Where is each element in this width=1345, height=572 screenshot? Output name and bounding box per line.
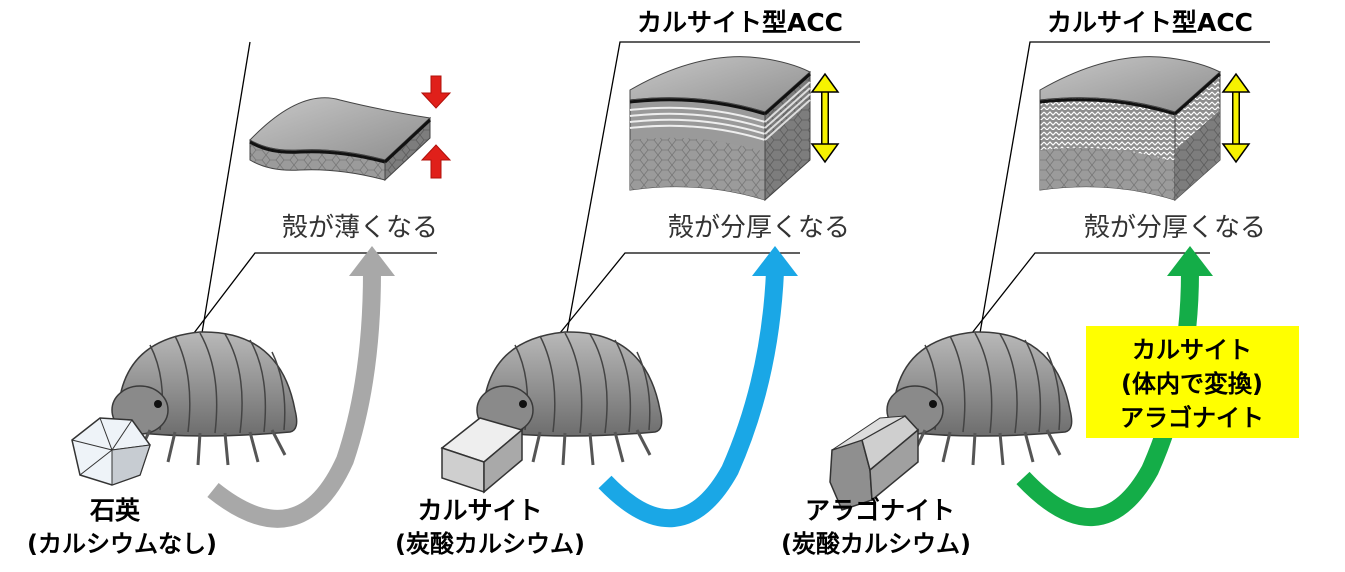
thinning-indicator	[420, 75, 452, 179]
panel-calcite: カルサイト型ACC 殻が分厚くなる	[395, 8, 860, 558]
mineral-label: カルサイト	[417, 496, 542, 525]
callout-line	[971, 252, 1210, 334]
quartz-crystal	[71, 417, 151, 486]
aragonite-crystal	[829, 415, 920, 511]
diagram-label: カルサイト型ACC	[637, 8, 843, 37]
growth-arrow	[598, 271, 784, 527]
growth-arrow-head	[349, 246, 395, 276]
mineral-label: アラゴナイト	[805, 496, 955, 525]
growth-arrow-head	[1167, 246, 1213, 276]
thickness-label: 殻が分厚くなる	[1084, 213, 1266, 243]
panel-aragonite: カルサイト型ACC 殻が分厚くなる カルサイト (体内で変換) アラゴナ	[781, 8, 1299, 558]
mineral-sublabel: (炭酸カルシウム)	[781, 530, 971, 558]
calcite-crystal	[440, 417, 524, 494]
thickness-label: 殻が分厚くなる	[668, 213, 850, 243]
thin-shell-block	[249, 97, 432, 182]
thickening-indicator	[810, 72, 840, 164]
callout-line	[201, 41, 251, 334]
growth-arrow	[207, 271, 381, 528]
mineral-sublabel: (カルシウムなし)	[27, 530, 217, 558]
growth-arrow-head	[752, 246, 798, 276]
callout-line	[559, 252, 800, 334]
thick-shell-block	[629, 56, 811, 202]
isopod	[886, 331, 1073, 466]
thickness-label: 殻が薄くなる	[282, 213, 438, 243]
panel-quartz: 殻が薄くなる 石英 (カルシウムなし)	[27, 41, 452, 558]
callout-line	[193, 252, 437, 334]
conversion-line-3: アラゴナイト	[1120, 404, 1264, 432]
mineral-sublabel: (炭酸カルシウム)	[395, 530, 585, 558]
conversion-line-1: カルサイト	[1132, 336, 1252, 364]
conversion-box: カルサイト (体内で変換) アラゴナイト	[1086, 326, 1299, 438]
thick-shell-block	[1039, 56, 1221, 202]
callout-line	[979, 41, 1270, 334]
callout-line	[566, 41, 860, 334]
thickening-indicator	[1221, 72, 1251, 164]
mineral-label: 石英	[89, 496, 141, 525]
conversion-line-2: (体内で変換)	[1121, 370, 1263, 398]
diagram-label: カルサイト型ACC	[1047, 8, 1253, 37]
